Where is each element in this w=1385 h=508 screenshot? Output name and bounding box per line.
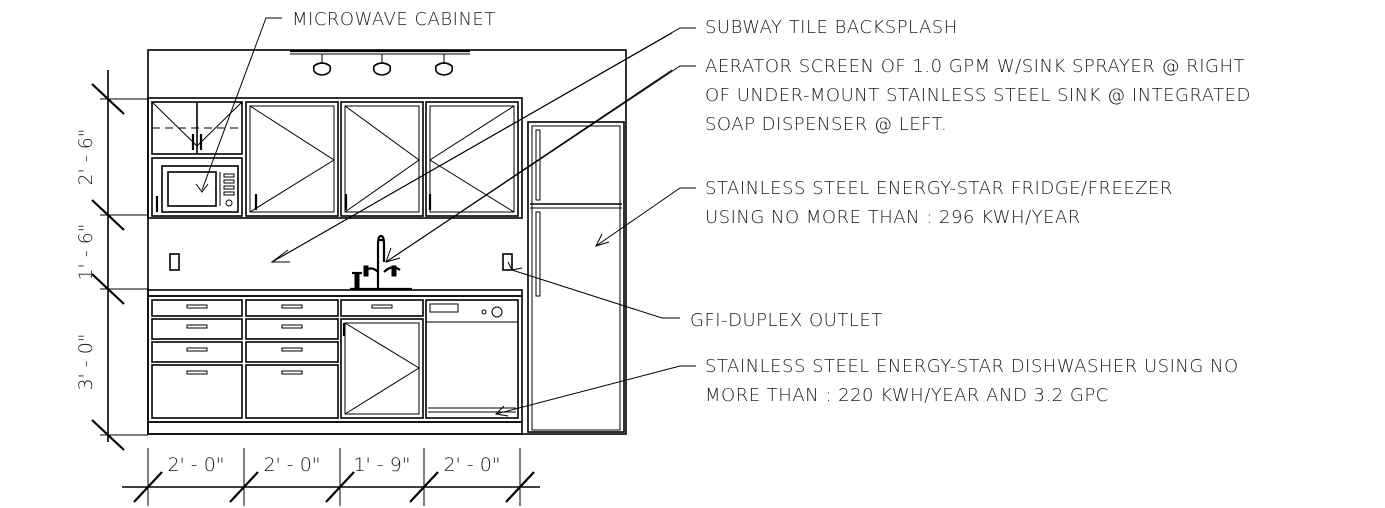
drawer-stack-2 <box>245 299 339 419</box>
label-microwave-cabinet: MICROWAVE CABINET <box>292 9 496 30</box>
dim-drawer-2-width: 2' - 0" <box>263 454 320 476</box>
label-dishwasher-line-2: MORE THAN : 220 KWH/YEAR AND 3.2 GPC <box>705 385 1109 406</box>
microwave-cabinet <box>151 101 243 217</box>
leader-lines <box>195 17 696 417</box>
upper-cabinets <box>147 97 523 219</box>
base-cabinets <box>147 295 523 435</box>
countertop <box>147 287 523 297</box>
label-fridge-line-2: USING NO MORE THAN : 296 KWH/YEAR <box>705 207 1081 228</box>
dim-base-cabinet-height: 3' - 0" <box>75 333 97 390</box>
dim-backsplash-height: 1' - 6" <box>75 223 97 280</box>
label-aerator-line-2: OF UNDER-MOUNT STAINLESS STEEL SINK @ IN… <box>705 85 1251 106</box>
label-dishwasher-line-1: STAINLESS STEEL ENERGY-STAR DISHWASHER U… <box>705 356 1239 377</box>
label-aerator-line-3: SOAP DISPENSER @ LEFT. <box>705 114 947 135</box>
horizontal-dimensions: 2' - 0" 2' - 0" 1' - 9" 2' - 0" <box>122 448 540 506</box>
upper-cabinet-3 <box>340 101 424 217</box>
backsplash <box>169 253 513 271</box>
dim-dishwasher-width: 2' - 0" <box>443 454 500 476</box>
vertical-dimensions: 2' - 6" 1' - 6" 3' - 0" <box>75 70 148 451</box>
track-lighting <box>290 49 470 76</box>
upper-cabinet-4 <box>425 101 519 217</box>
dim-upper-cabinet-height: 2' - 6" <box>75 128 97 185</box>
sink-cabinet <box>340 299 424 419</box>
dim-drawer-1-width: 2' - 0" <box>167 454 224 476</box>
wall-outline <box>147 49 627 435</box>
upper-cabinet-2 <box>245 101 339 217</box>
drawer-stack-1 <box>151 299 243 419</box>
label-aerator-line-1: AERATOR SCREEN OF 1.0 GPM W/SINK SPRAYER… <box>705 56 1245 77</box>
refrigerator <box>527 121 625 433</box>
label-outlet: GFI-DUPLEX OUTLET <box>690 310 883 331</box>
label-subway-tile: SUBWAY TILE BACKSPLASH <box>705 17 958 38</box>
dim-sink-width: 1' - 9" <box>353 454 410 476</box>
annotations: MICROWAVE CABINET SUBWAY TILE BACKSPLASH… <box>292 9 1251 406</box>
microwave <box>161 165 239 213</box>
faucet <box>352 234 401 290</box>
label-fridge-line-1: STAINLESS STEEL ENERGY-STAR FRIDGE/FREEZ… <box>705 178 1173 199</box>
dishwasher <box>425 299 519 419</box>
